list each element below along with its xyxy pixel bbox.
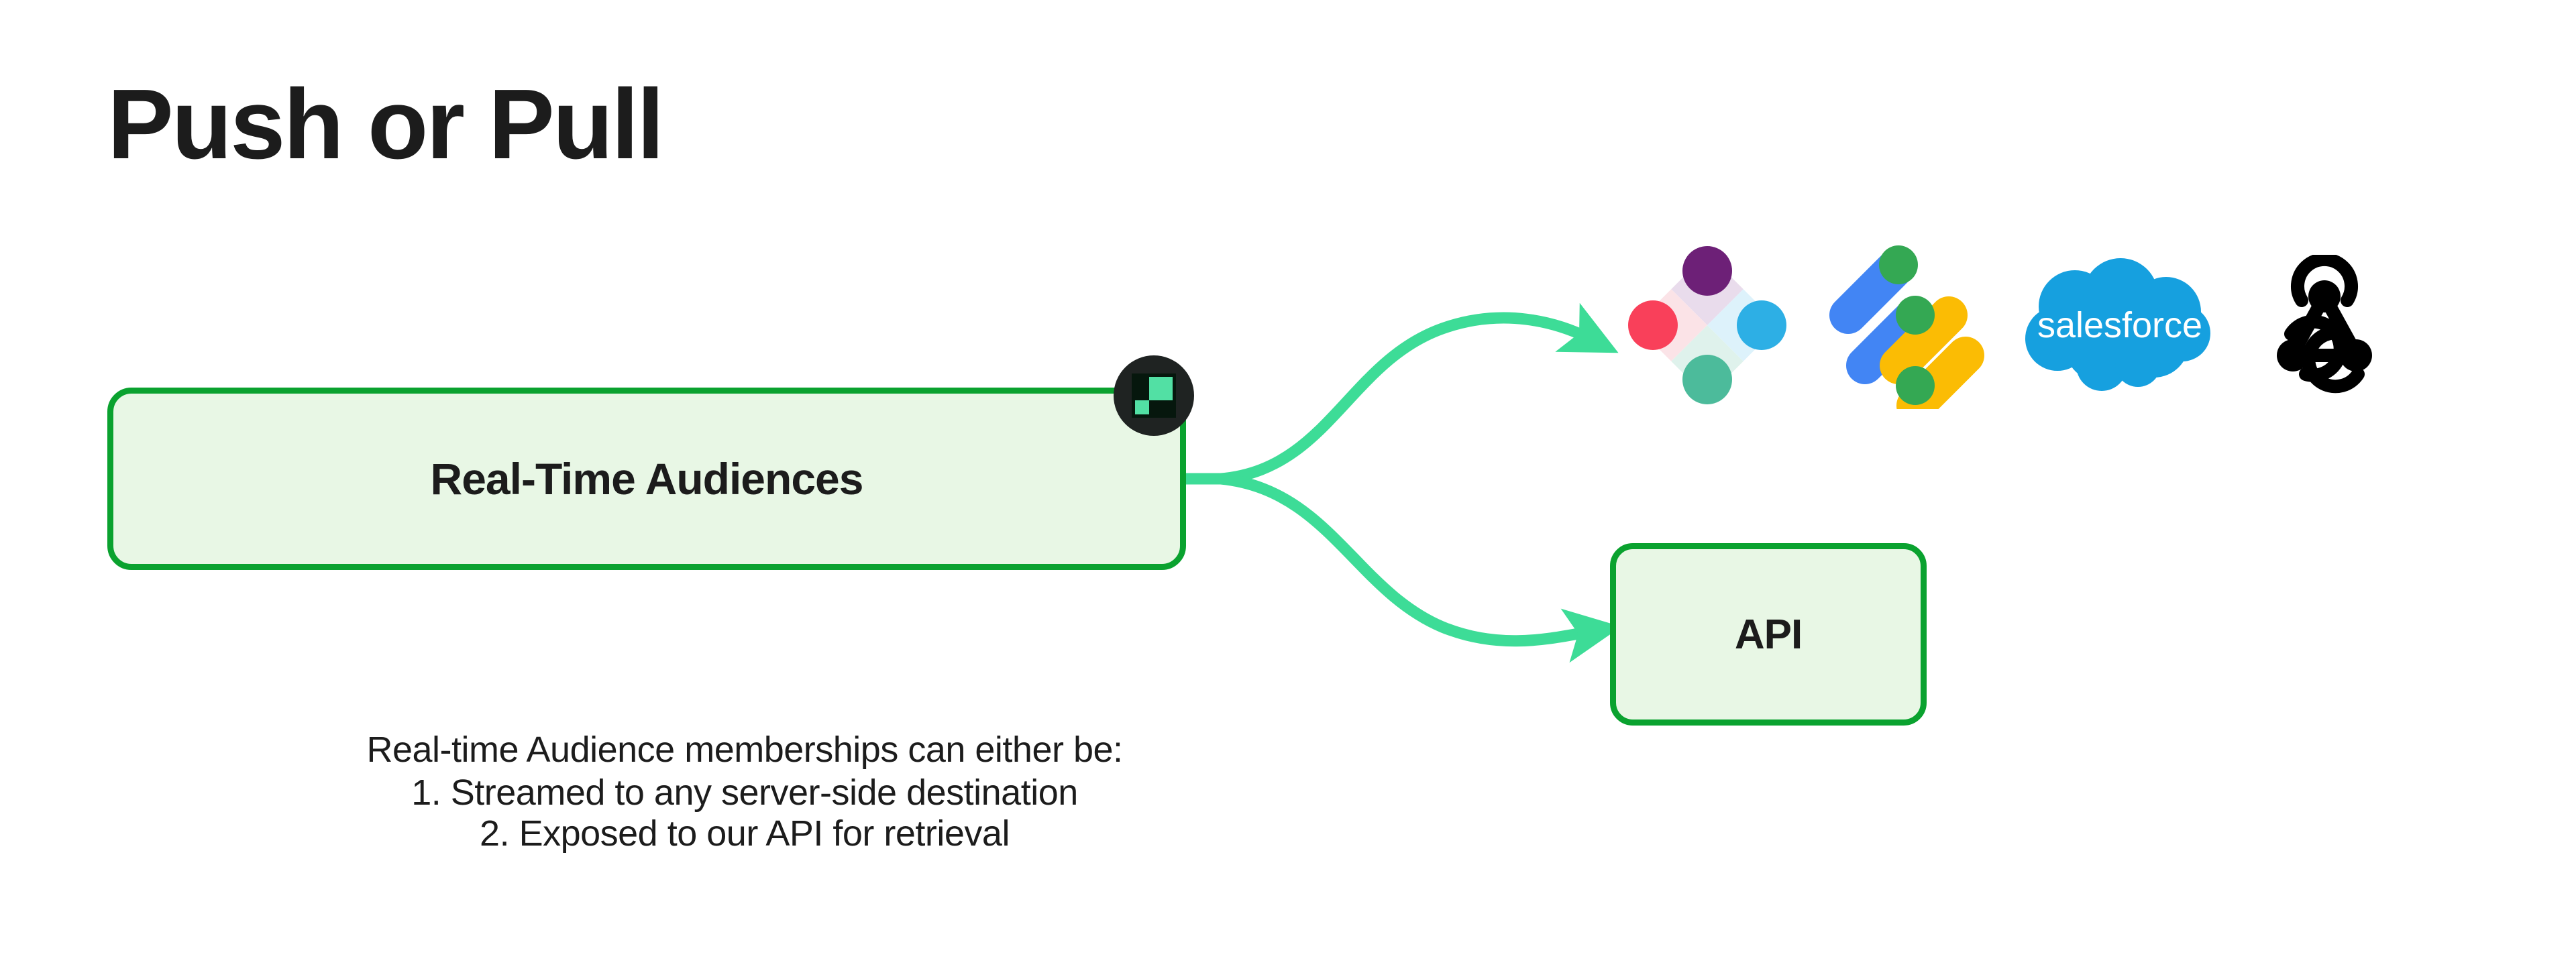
page-title: Push or Pull [107, 69, 664, 180]
caption-item-1: 1. Streamed to any server-side destinati… [411, 772, 1078, 813]
connector-to-api [1215, 473, 1622, 663]
braze-logo-icon [1617, 228, 1798, 422]
google-ads-logo-icon [1818, 228, 1999, 422]
salesforce-wordmark: salesforce [2037, 305, 2202, 345]
node-label-api: API [1734, 611, 1803, 658]
caption-lead: Real-time Audience memberships can eithe… [366, 730, 1123, 770]
webhooks-logo-icon [2241, 228, 2408, 422]
node-real-time-audiences[interactable]: Real-Time Audiences [107, 388, 1186, 570]
caption-block: Real-time Audience memberships can eithe… [221, 730, 1268, 854]
segment-logo-icon [1114, 355, 1194, 436]
salesforce-logo-icon: salesforce [2019, 228, 2220, 422]
node-label-real-time-audiences: Real-Time Audiences [430, 454, 864, 504]
node-api[interactable]: API [1610, 543, 1927, 726]
connector-to-destinations [1215, 302, 1619, 485]
caption-item-2: 2. Exposed to our API for retrieval [480, 813, 1010, 854]
destination-logo-row: salesforce [1617, 228, 2408, 422]
